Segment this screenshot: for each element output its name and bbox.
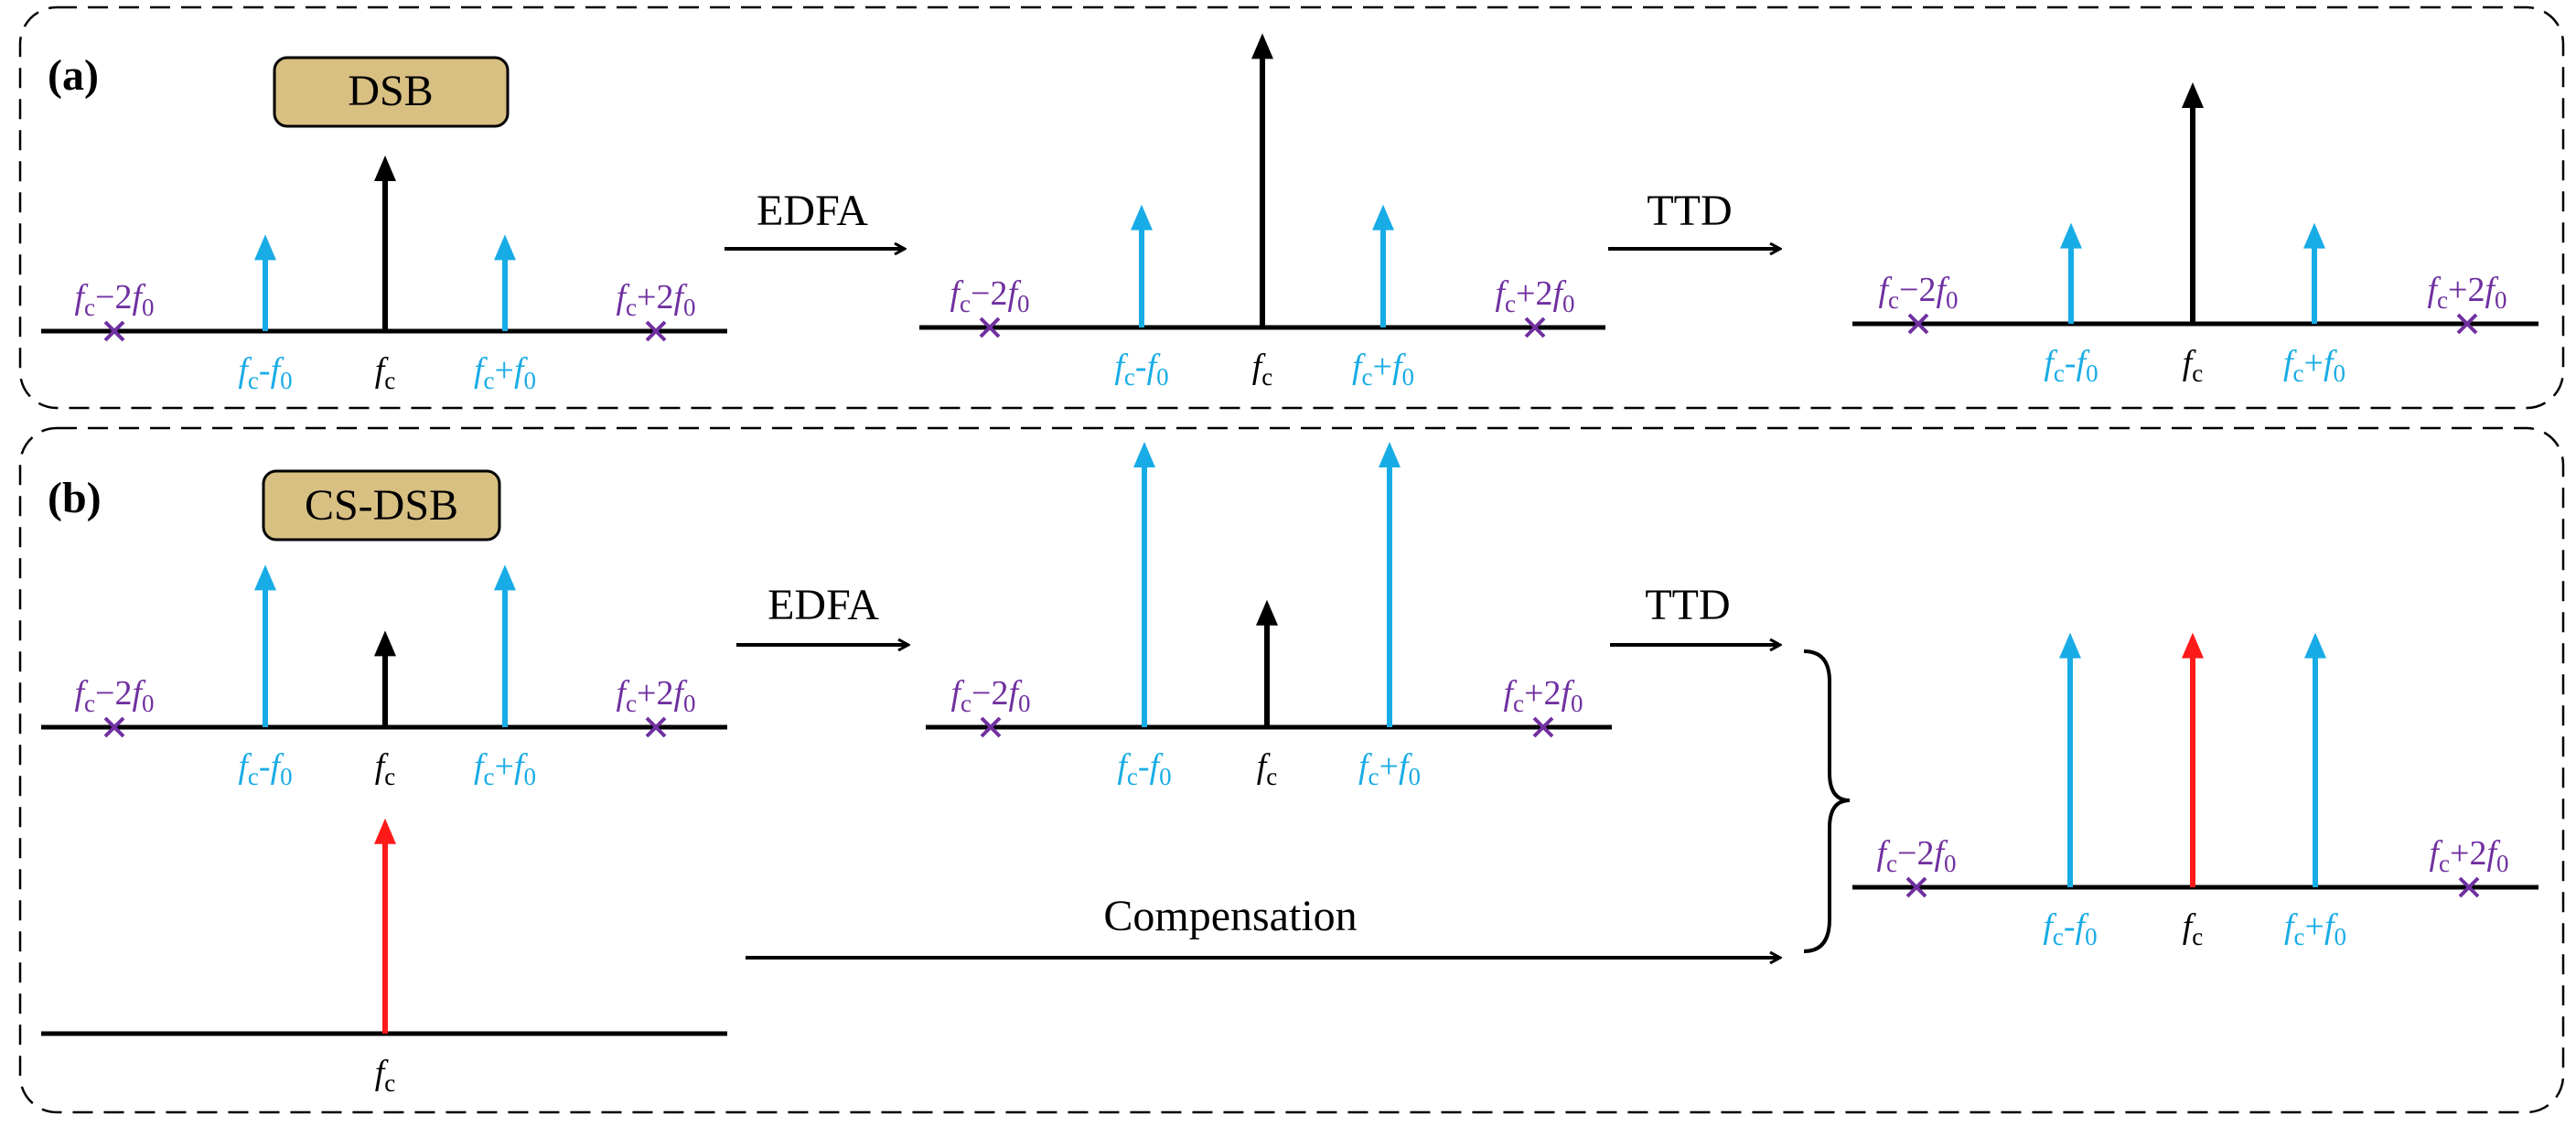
compensation-label: Compensation bbox=[1103, 892, 1357, 940]
suppressed-upper-2nd bbox=[2456, 313, 2478, 335]
spectrum-b-edfa: fc−2f0 fc+2f0 fc-f0 fc fc+f0 bbox=[926, 442, 1612, 790]
fc-plus-f0-label: fc+f0 bbox=[2283, 344, 2345, 387]
suppressed-upper-2nd bbox=[1532, 716, 1554, 738]
upper-sideband-arrow bbox=[1379, 442, 1401, 727]
edfa-label-a: EDFA bbox=[757, 187, 868, 235]
fc-plus-2f0-label: fc+2f0 bbox=[2427, 271, 2506, 314]
suppressed-upper-2nd bbox=[1524, 316, 1546, 338]
lower-sideband-arrow bbox=[1133, 442, 1155, 727]
carrier-arrow bbox=[2182, 82, 2204, 324]
fc-minus-f0-label: fc-f0 bbox=[238, 747, 292, 790]
fc-plus-f0-label: fc+f0 bbox=[2284, 907, 2346, 950]
cs-dsb-box-label: CS-DSB bbox=[305, 481, 458, 530]
lower-sideband-arrow bbox=[2060, 222, 2082, 324]
panel-b-label: (b) bbox=[48, 474, 102, 522]
spectrum-b-compensation: fc bbox=[41, 818, 727, 1097]
edfa-arrow-a: EDFA bbox=[724, 187, 904, 249]
combine-brace bbox=[1803, 649, 1851, 953]
cs-dsb-box: CS-DSB bbox=[262, 469, 501, 542]
spectrum-a-ttd: fc−2f0 fc+2f0 fc-f0 fc fc+f0 bbox=[1852, 82, 2538, 387]
suppressed-upper-2nd bbox=[2458, 876, 2480, 898]
fc-minus-2f0-label: fc−2f0 bbox=[74, 278, 154, 321]
compensated-carrier-arrow bbox=[2182, 632, 2204, 887]
upper-sideband-arrow bbox=[494, 564, 516, 727]
fc-minus-2f0-label: fc−2f0 bbox=[1876, 834, 1956, 877]
suppressed-upper-2nd bbox=[645, 320, 667, 342]
fc-plus-2f0-label: fc+2f0 bbox=[1495, 274, 1574, 317]
fc-minus-2f0-label: fc−2f0 bbox=[950, 674, 1030, 717]
upper-sideband-arrow bbox=[2304, 632, 2326, 887]
fc-plus-2f0-label: fc+2f0 bbox=[1503, 674, 1583, 717]
fc-label: fc bbox=[375, 351, 396, 394]
carrier-arrow bbox=[1251, 33, 1273, 327]
panel-a-frame bbox=[18, 5, 2565, 410]
panel-b-frame bbox=[18, 426, 2565, 1114]
suppressed-upper-2nd bbox=[645, 716, 667, 738]
ttd-arrow-b: TTD bbox=[1610, 581, 1779, 645]
fc-plus-2f0-label: fc+2f0 bbox=[616, 278, 695, 321]
fc-minus-2f0-label: fc−2f0 bbox=[950, 274, 1029, 317]
edfa-label-b: EDFA bbox=[767, 581, 879, 629]
ttd-arrow-a: TTD bbox=[1608, 187, 1779, 249]
dsb-box-label: DSB bbox=[348, 67, 433, 115]
fc-minus-2f0-label: fc−2f0 bbox=[74, 674, 154, 717]
upper-sideband-arrow bbox=[2303, 222, 2325, 324]
ttd-label-b: TTD bbox=[1645, 581, 1730, 629]
suppressed-lower-2nd bbox=[979, 316, 1001, 338]
fc-minus-f0-label: fc-f0 bbox=[2043, 907, 2097, 950]
carrier-arrow bbox=[374, 155, 396, 331]
fc-plus-f0-label: fc+f0 bbox=[474, 747, 536, 790]
fc-label: fc bbox=[2183, 344, 2204, 387]
fc-label: fc bbox=[1252, 348, 1273, 391]
spectrum-b-combined: fc−2f0 fc+2f0 fc-f0 fc fc+f0 bbox=[1852, 632, 2538, 950]
dsb-box: DSB bbox=[273, 56, 510, 128]
edfa-arrow-b: EDFA bbox=[736, 581, 907, 645]
fc-plus-f0-label: fc+f0 bbox=[1352, 348, 1414, 391]
suppressed-lower-2nd bbox=[980, 716, 1002, 738]
lower-sideband-arrow bbox=[254, 564, 276, 727]
carrier-arrow bbox=[1256, 599, 1278, 727]
upper-sideband-arrow bbox=[1372, 204, 1394, 327]
fc-plus-f0-label: fc+f0 bbox=[1358, 747, 1421, 790]
suppressed-lower-2nd bbox=[1905, 876, 1927, 898]
spectrum-a-dsb: fc−2f0 fc+2f0 fc-f0 fc fc+f0 bbox=[41, 155, 727, 394]
fc-label: fc bbox=[2183, 907, 2204, 950]
fc-minus-f0-label: fc-f0 bbox=[238, 351, 292, 394]
fc-minus-f0-label: fc-f0 bbox=[1117, 747, 1171, 790]
fc-plus-2f0-label: fc+2f0 bbox=[616, 674, 695, 717]
fc-minus-f0-label: fc-f0 bbox=[2044, 344, 2098, 387]
upper-sideband-arrow bbox=[494, 234, 516, 331]
suppressed-lower-2nd bbox=[103, 716, 125, 738]
spectrum-b-cs-dsb: fc−2f0 fc+2f0 fc-f0 fc fc+f0 bbox=[41, 564, 727, 790]
fc-minus-2f0-label: fc−2f0 bbox=[1878, 271, 1958, 314]
fc-minus-f0-label: fc-f0 bbox=[1114, 348, 1168, 391]
lower-sideband-arrow bbox=[254, 234, 276, 331]
fc-label: fc bbox=[1257, 747, 1278, 790]
fc-label: fc bbox=[375, 1054, 396, 1097]
ttd-label-a: TTD bbox=[1647, 187, 1732, 235]
fc-plus-2f0-label: fc+2f0 bbox=[2429, 834, 2508, 877]
lower-sideband-arrow bbox=[1131, 204, 1153, 327]
compensation-arrow: Compensation bbox=[746, 892, 1779, 958]
spectrum-a-edfa: fc−2f0 fc+2f0 fc-f0 fc fc+f0 bbox=[919, 33, 1605, 391]
lower-sideband-arrow bbox=[2059, 632, 2081, 887]
compensation-carrier-arrow bbox=[374, 818, 396, 1034]
suppressed-lower-2nd bbox=[103, 320, 125, 342]
carrier-arrow bbox=[374, 630, 396, 727]
suppressed-lower-2nd bbox=[1907, 313, 1929, 335]
fc-plus-f0-label: fc+f0 bbox=[474, 351, 536, 394]
panel-a-label: (a) bbox=[48, 51, 99, 100]
fc-label: fc bbox=[375, 747, 396, 790]
